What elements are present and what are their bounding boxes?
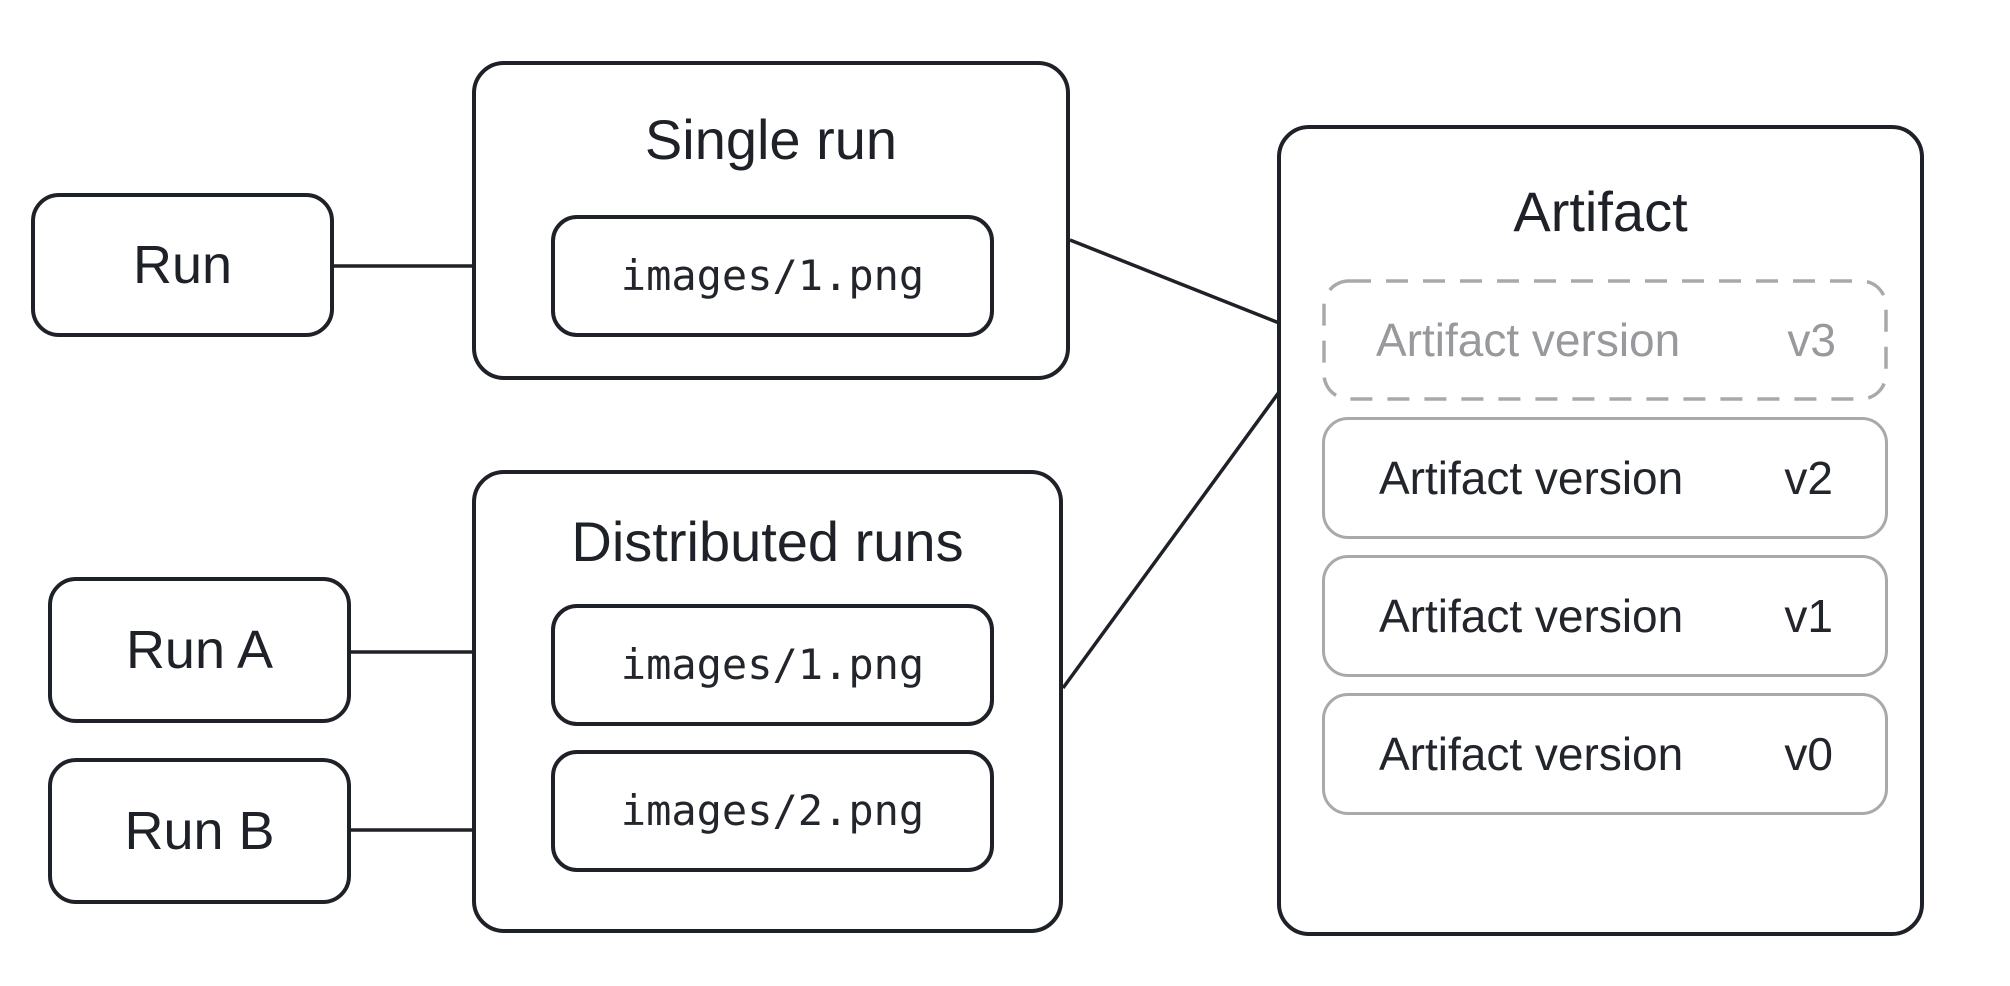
distributed-runs-title: Distributed runs bbox=[571, 510, 964, 573]
artifact-version-tag: v3 bbox=[1787, 314, 1836, 366]
distributed-runs-group: Distributed runs images/1.png images/2.p… bbox=[472, 470, 1063, 933]
edge-distributed-runs-to-artifact-version bbox=[1061, 345, 1314, 690]
artifact-version-label: Artifact version bbox=[1379, 728, 1684, 780]
run-label: Run bbox=[132, 235, 233, 295]
artifact-version-tag: v2 bbox=[1784, 452, 1833, 504]
artifact-version-tag: v0 bbox=[1784, 728, 1833, 780]
artifact-version-v2: Artifact version v2 bbox=[1322, 417, 1888, 539]
single-run-group: Single run images/1.png bbox=[472, 61, 1070, 380]
single-run-file-node: images/1.png bbox=[551, 215, 994, 337]
artifact-title: Artifact bbox=[1513, 180, 1688, 243]
artifact-version-v1: Artifact version v1 bbox=[1322, 555, 1888, 677]
distributed-file-node-2: images/2.png bbox=[551, 750, 994, 872]
single-run-title: Single run bbox=[644, 108, 898, 171]
run-a-label: Run A bbox=[125, 620, 274, 680]
artifact-group: Artifact Artifact version v3 Artifact ve… bbox=[1277, 125, 1924, 936]
artifact-version-label: Artifact version bbox=[1379, 452, 1684, 504]
artifact-version-v0: Artifact version v0 bbox=[1322, 693, 1888, 815]
distributed-file-label-1: images/1.png bbox=[620, 640, 925, 689]
run-b-label: Run B bbox=[124, 801, 275, 861]
artifact-version-label: Artifact version bbox=[1376, 314, 1681, 366]
distributed-file-label-2: images/2.png bbox=[620, 786, 925, 835]
artifact-version-tag: v1 bbox=[1784, 590, 1833, 642]
artifact-version-label: Artifact version bbox=[1379, 590, 1684, 642]
run-a-node: Run A bbox=[48, 577, 351, 723]
run-b-node: Run B bbox=[48, 758, 351, 904]
artifact-version-v3: Artifact version v3 bbox=[1322, 279, 1888, 401]
edge-single-run-to-artifact-version bbox=[1069, 238, 1314, 339]
single-run-file-label: images/1.png bbox=[620, 251, 925, 300]
distributed-file-node-1: images/1.png bbox=[551, 604, 994, 726]
run-node: Run bbox=[31, 193, 334, 337]
